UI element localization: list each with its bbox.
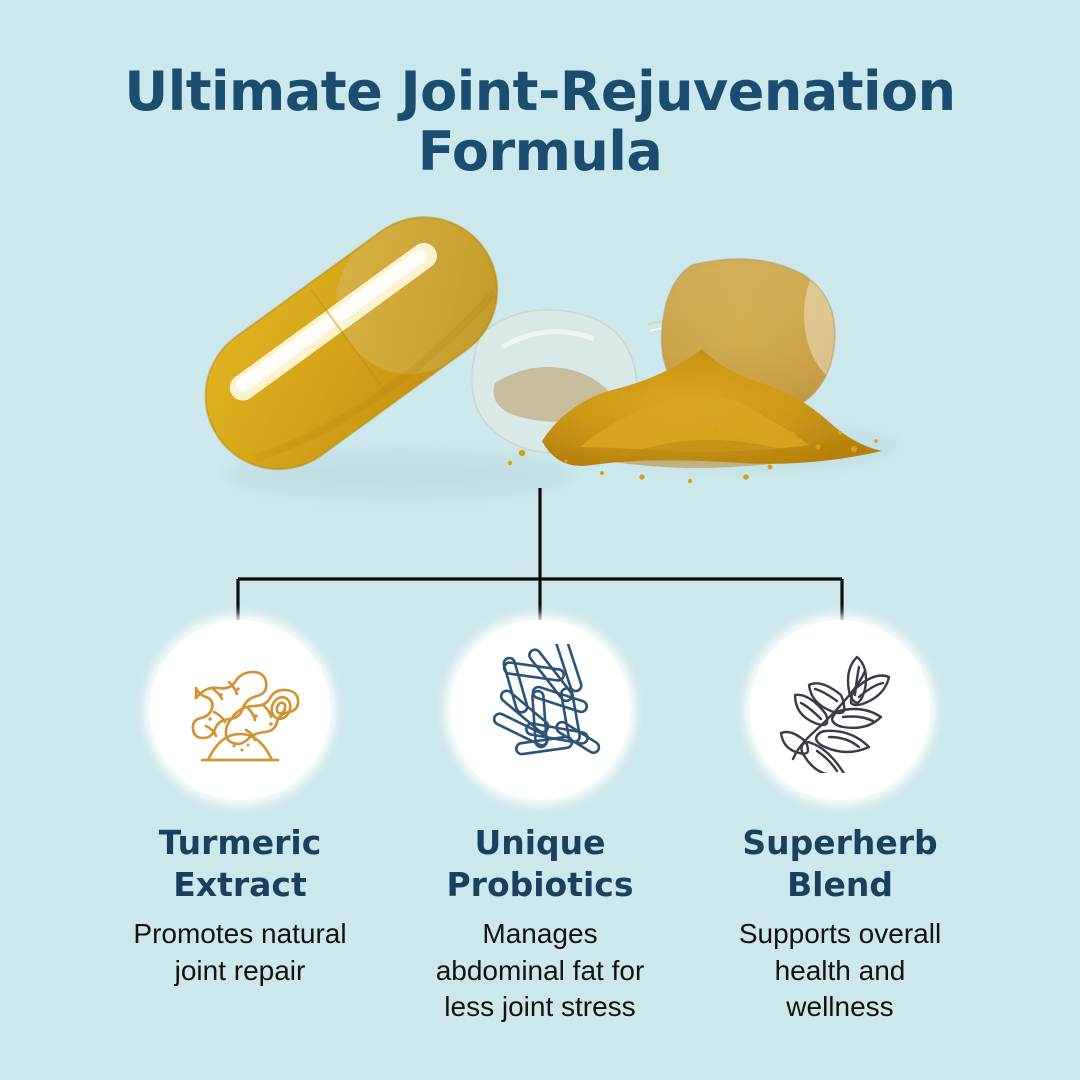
feature-heading: Superherb Blend	[742, 822, 937, 906]
page-title: Ultimate Joint-Rejuvenation Formula	[0, 60, 1080, 184]
feature-desc-line-3: less joint stress	[444, 991, 636, 1023]
feature-unique-probiotics: Unique Probiotics Manages abdominal fat …	[390, 620, 690, 1026]
feature-desc-line-1: Supports overall	[738, 918, 942, 950]
feature-heading: Turmeric Extract	[159, 822, 322, 906]
probiotic-bacteria-icon	[474, 644, 606, 776]
feature-desc-line-1: Manages	[482, 918, 598, 950]
feature-desc-line-2: health and	[774, 954, 906, 986]
feature-description: Supports overall health and wellness	[739, 916, 941, 1025]
feature-heading-line-2: Extract	[173, 865, 307, 905]
feature-heading-line-2: Probiotics	[446, 865, 634, 905]
turmeric-root-icon	[176, 646, 304, 774]
feature-heading-line-1: Superherb	[742, 823, 938, 862]
page-title-line-2: Formula	[417, 120, 663, 184]
feature-desc-line-2: joint repair	[174, 954, 306, 986]
feature-desc-line-1: Promotes natural	[133, 918, 347, 950]
feature-heading: Unique Probiotics	[446, 822, 633, 906]
feature-heading-line-1: Unique	[474, 823, 606, 862]
feature-desc-line-2: abdominal fat for	[435, 954, 645, 986]
feature-heading-line-1: Turmeric	[158, 823, 322, 862]
feature-icon-circle	[450, 620, 630, 800]
feature-superherb-blend: Superherb Blend Supports overall health …	[690, 620, 990, 1026]
feature-icon-circle	[150, 620, 330, 800]
herb-leaf-icon	[777, 647, 903, 773]
feature-description: Manages abdominal fat for less joint str…	[436, 916, 645, 1025]
feature-list: Turmeric Extract Promotes natural joint …	[0, 620, 1080, 1060]
feature-icon-circle	[750, 620, 930, 800]
hero-product-image	[150, 185, 940, 525]
feature-heading-line-2: Blend	[787, 865, 893, 905]
feature-desc-line-3: wellness	[786, 991, 894, 1023]
feature-description: Promotes natural joint repair	[133, 916, 346, 989]
page-title-line-1: Ultimate Joint-Rejuvenation	[124, 60, 956, 123]
feature-turmeric-extract: Turmeric Extract Promotes natural joint …	[90, 620, 390, 989]
